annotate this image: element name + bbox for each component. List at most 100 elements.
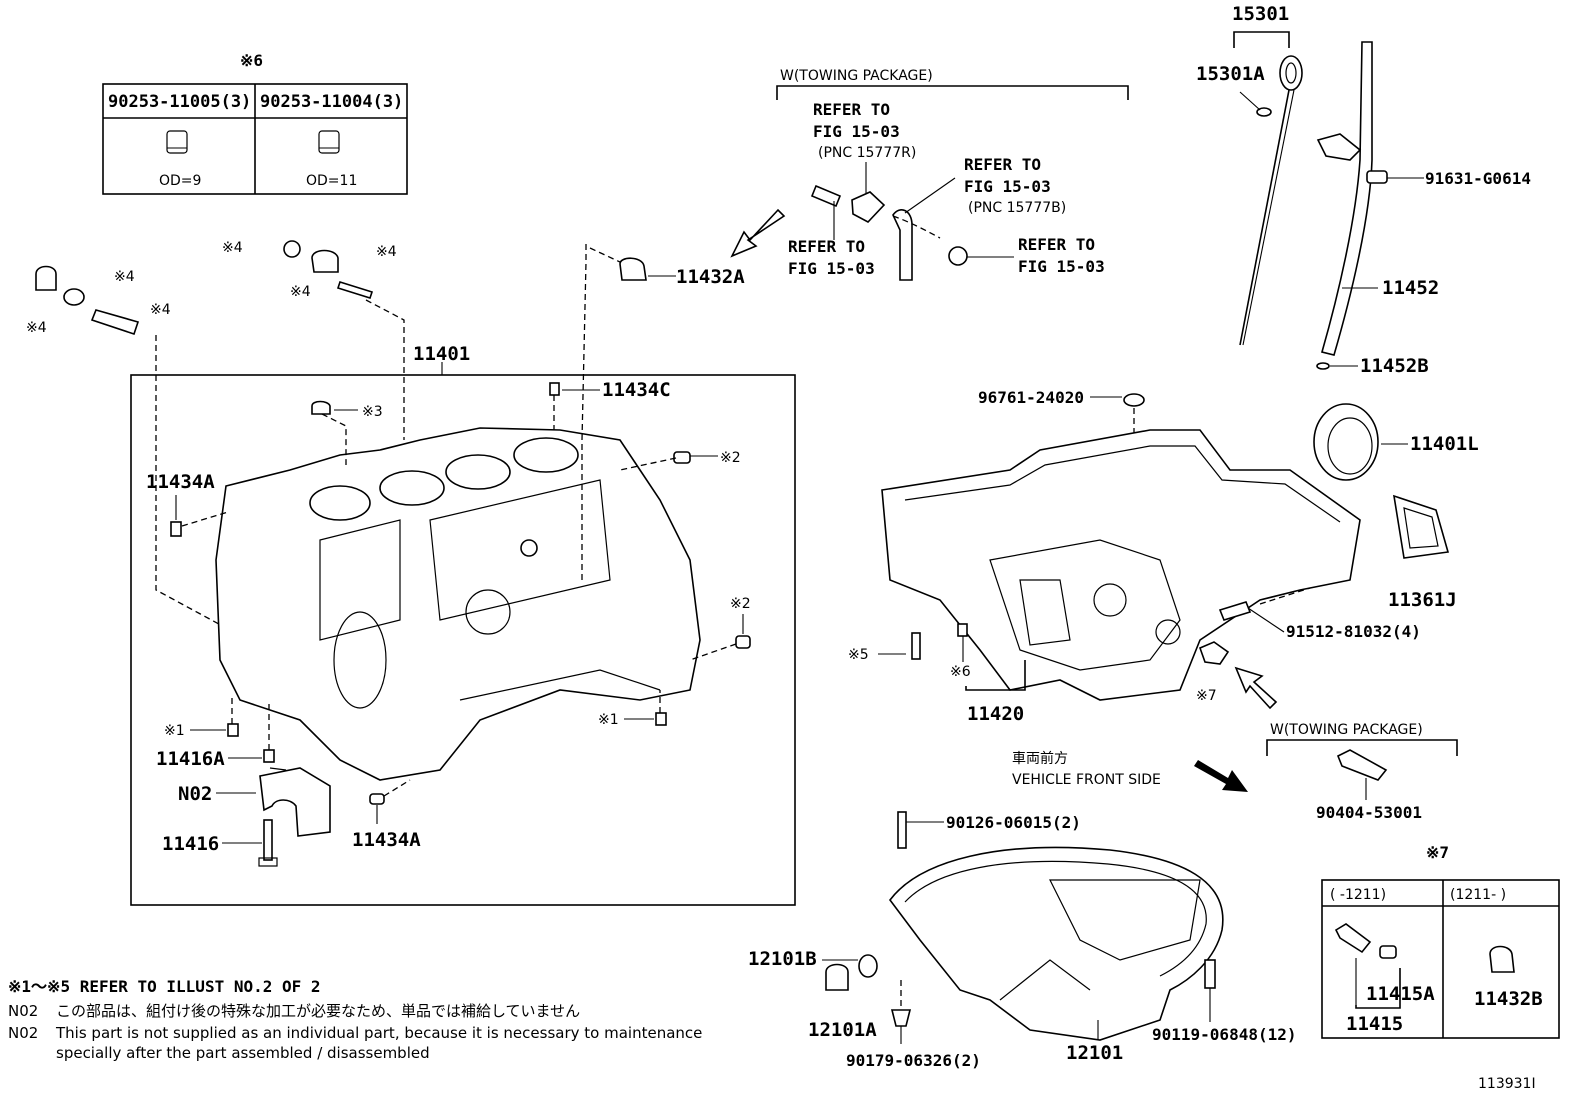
- part-90404-53001[interactable]: 90404-53001: [1316, 803, 1422, 822]
- part-11416[interactable]: 11416: [162, 833, 219, 855]
- od-9-label: OD=9: [159, 173, 201, 189]
- dipstick-oring[interactable]: [1256, 107, 1272, 117]
- footnotes: ※1～※5 REFER TO ILLUST NO.2 OF 2 N02 この部品…: [8, 977, 1536, 1092]
- illustration-number: 113931I: [1478, 1076, 1536, 1092]
- cylinder-block-group: 11401 ※4 ※4 ※4 ※4 ※4 ※4: [26, 240, 796, 906]
- refer-c-line1: REFER TO: [788, 237, 865, 256]
- crankcase-oring[interactable]: [1123, 393, 1145, 407]
- stud-m5[interactable]: [911, 632, 921, 660]
- marker-1b: ※1: [598, 712, 619, 728]
- marker-4e: ※4: [114, 269, 135, 285]
- part-11420[interactable]: 11420: [967, 703, 1024, 725]
- part-12101A[interactable]: 12101A: [808, 1019, 877, 1041]
- block-pin: [520, 539, 538, 557]
- towing-title-top: W(TOWING PACKAGE): [780, 68, 933, 84]
- pin-m1a[interactable]: [227, 723, 239, 737]
- oil-cooler-stud[interactable]: [810, 184, 842, 208]
- part-90253-11005[interactable]: 90253-11005(3): [108, 92, 251, 112]
- part-96761-24020[interactable]: 96761-24020: [978, 388, 1084, 407]
- part-12101B[interactable]: 12101B: [748, 948, 817, 970]
- nut-m4a[interactable]: [283, 240, 301, 258]
- cylinder-bore-3: [445, 454, 511, 490]
- plug-11415A[interactable]: [1379, 945, 1397, 959]
- part-90126-06015[interactable]: 90126-06015(2): [946, 813, 1081, 832]
- towing-sensor[interactable]: [1336, 749, 1388, 781]
- marker-7b: ※7: [1426, 843, 1449, 862]
- guide-oring[interactable]: [1316, 362, 1330, 370]
- pin-m1b[interactable]: [655, 712, 667, 726]
- part-11415[interactable]: 11415: [1346, 1013, 1403, 1035]
- oil-cooler-nut[interactable]: [948, 246, 968, 266]
- pan-nut[interactable]: [890, 1009, 912, 1027]
- part-90179-06326[interactable]: 90179-06326(2): [846, 1051, 981, 1070]
- pin-m2b[interactable]: [735, 635, 751, 649]
- pin-11434A-bottom[interactable]: [369, 793, 385, 805]
- towing-package-top: W(TOWING PACKAGE) REFER TO FIG 15-03 (PN…: [730, 68, 1129, 281]
- part-90253-11004[interactable]: 90253-11004(3): [260, 92, 403, 112]
- oil-cooler-hose[interactable]: [892, 209, 913, 281]
- plug-11432A[interactable]: [619, 257, 647, 281]
- pan-bolt[interactable]: [1204, 959, 1216, 989]
- pin-m6[interactable]: [957, 623, 968, 637]
- plug-11415[interactable]: [1334, 923, 1372, 954]
- bolt-m4f[interactable]: [90, 309, 140, 336]
- pin-m2a[interactable]: [673, 451, 691, 464]
- marker-4d: ※4: [26, 320, 47, 336]
- part-11452B[interactable]: 11452B: [1360, 355, 1429, 377]
- marker-3: ※3: [362, 404, 383, 420]
- refer-c-line2: FIG 15-03: [788, 259, 875, 278]
- part-11361J[interactable]: 11361J: [1388, 589, 1457, 611]
- drain-gasket[interactable]: [858, 954, 878, 978]
- crankcase-body[interactable]: [881, 429, 1361, 701]
- pin-11434C[interactable]: [549, 382, 560, 396]
- marker-6: ※6: [950, 664, 971, 680]
- pin-11434A-top[interactable]: [170, 521, 182, 537]
- part-15301[interactable]: 15301: [1232, 3, 1289, 25]
- marker-2b: ※2: [730, 596, 751, 612]
- part-90119-06848[interactable]: 90119-06848(12): [1152, 1025, 1297, 1044]
- part-11432A-label[interactable]: 11432A: [676, 266, 745, 288]
- part-11452[interactable]: 11452: [1382, 277, 1439, 299]
- box7-header-1: ( -1211): [1330, 887, 1386, 903]
- pan-stud[interactable]: [897, 811, 907, 849]
- fitting-m4d[interactable]: [35, 265, 57, 291]
- pin-11416A[interactable]: [263, 749, 275, 763]
- plug-m7[interactable]: [1198, 641, 1230, 665]
- part-11434A-top[interactable]: 11434A: [146, 471, 215, 493]
- part-11416A[interactable]: 11416A: [156, 748, 225, 770]
- bearing-cap[interactable]: [259, 767, 331, 837]
- part-11434C[interactable]: 11434C: [602, 379, 671, 401]
- oil-cooler-flange[interactable]: [851, 191, 886, 223]
- guide-bracket: [1316, 133, 1362, 161]
- guide-bolt[interactable]: [1366, 170, 1388, 184]
- part-91631-G0614[interactable]: 91631-G0614: [1425, 169, 1531, 188]
- part-91512-81032[interactable]: 91512-81032(4): [1286, 622, 1421, 641]
- front-en: VEHICLE FRONT SIDE: [1012, 772, 1161, 788]
- retainer-gasket[interactable]: [1392, 494, 1450, 559]
- part-N02[interactable]: N02: [178, 783, 212, 805]
- bearing-cap-bolt[interactable]: [263, 819, 273, 861]
- part-12101[interactable]: 12101: [1066, 1042, 1123, 1064]
- footnote-en-2: specially after the part assembled / dis…: [56, 1044, 430, 1062]
- stud-m4c[interactable]: [336, 281, 374, 299]
- part-11401L[interactable]: 11401L: [1410, 433, 1479, 455]
- oil-level-gauge-guide[interactable]: [1321, 41, 1373, 356]
- crankcase-bolt[interactable]: [1218, 601, 1252, 621]
- oil-pan[interactable]: [888, 846, 1224, 1041]
- part-11401[interactable]: 11401: [413, 343, 470, 365]
- marker-4b: ※4: [376, 244, 397, 260]
- plug-11432B[interactable]: [1489, 945, 1515, 973]
- part-15301A[interactable]: 15301A: [1196, 63, 1265, 85]
- pin-m3[interactable]: [311, 400, 331, 415]
- od-11-label: OD=11: [306, 173, 357, 189]
- rear-oil-seal[interactable]: [1313, 403, 1379, 481]
- dipstick-handle[interactable]: [1279, 55, 1303, 91]
- part-11432B[interactable]: 11432B: [1474, 988, 1543, 1010]
- washer-m4e[interactable]: [63, 288, 85, 306]
- part-11434A-bottom[interactable]: 11434A: [352, 829, 421, 851]
- fitting-m4b[interactable]: [311, 249, 339, 273]
- refer-d-line1: REFER TO: [1018, 235, 1095, 254]
- drain-plug[interactable]: [825, 963, 849, 991]
- upper-left-hardware: ※4 ※4 ※4 ※4 ※4 ※4: [26, 240, 405, 631]
